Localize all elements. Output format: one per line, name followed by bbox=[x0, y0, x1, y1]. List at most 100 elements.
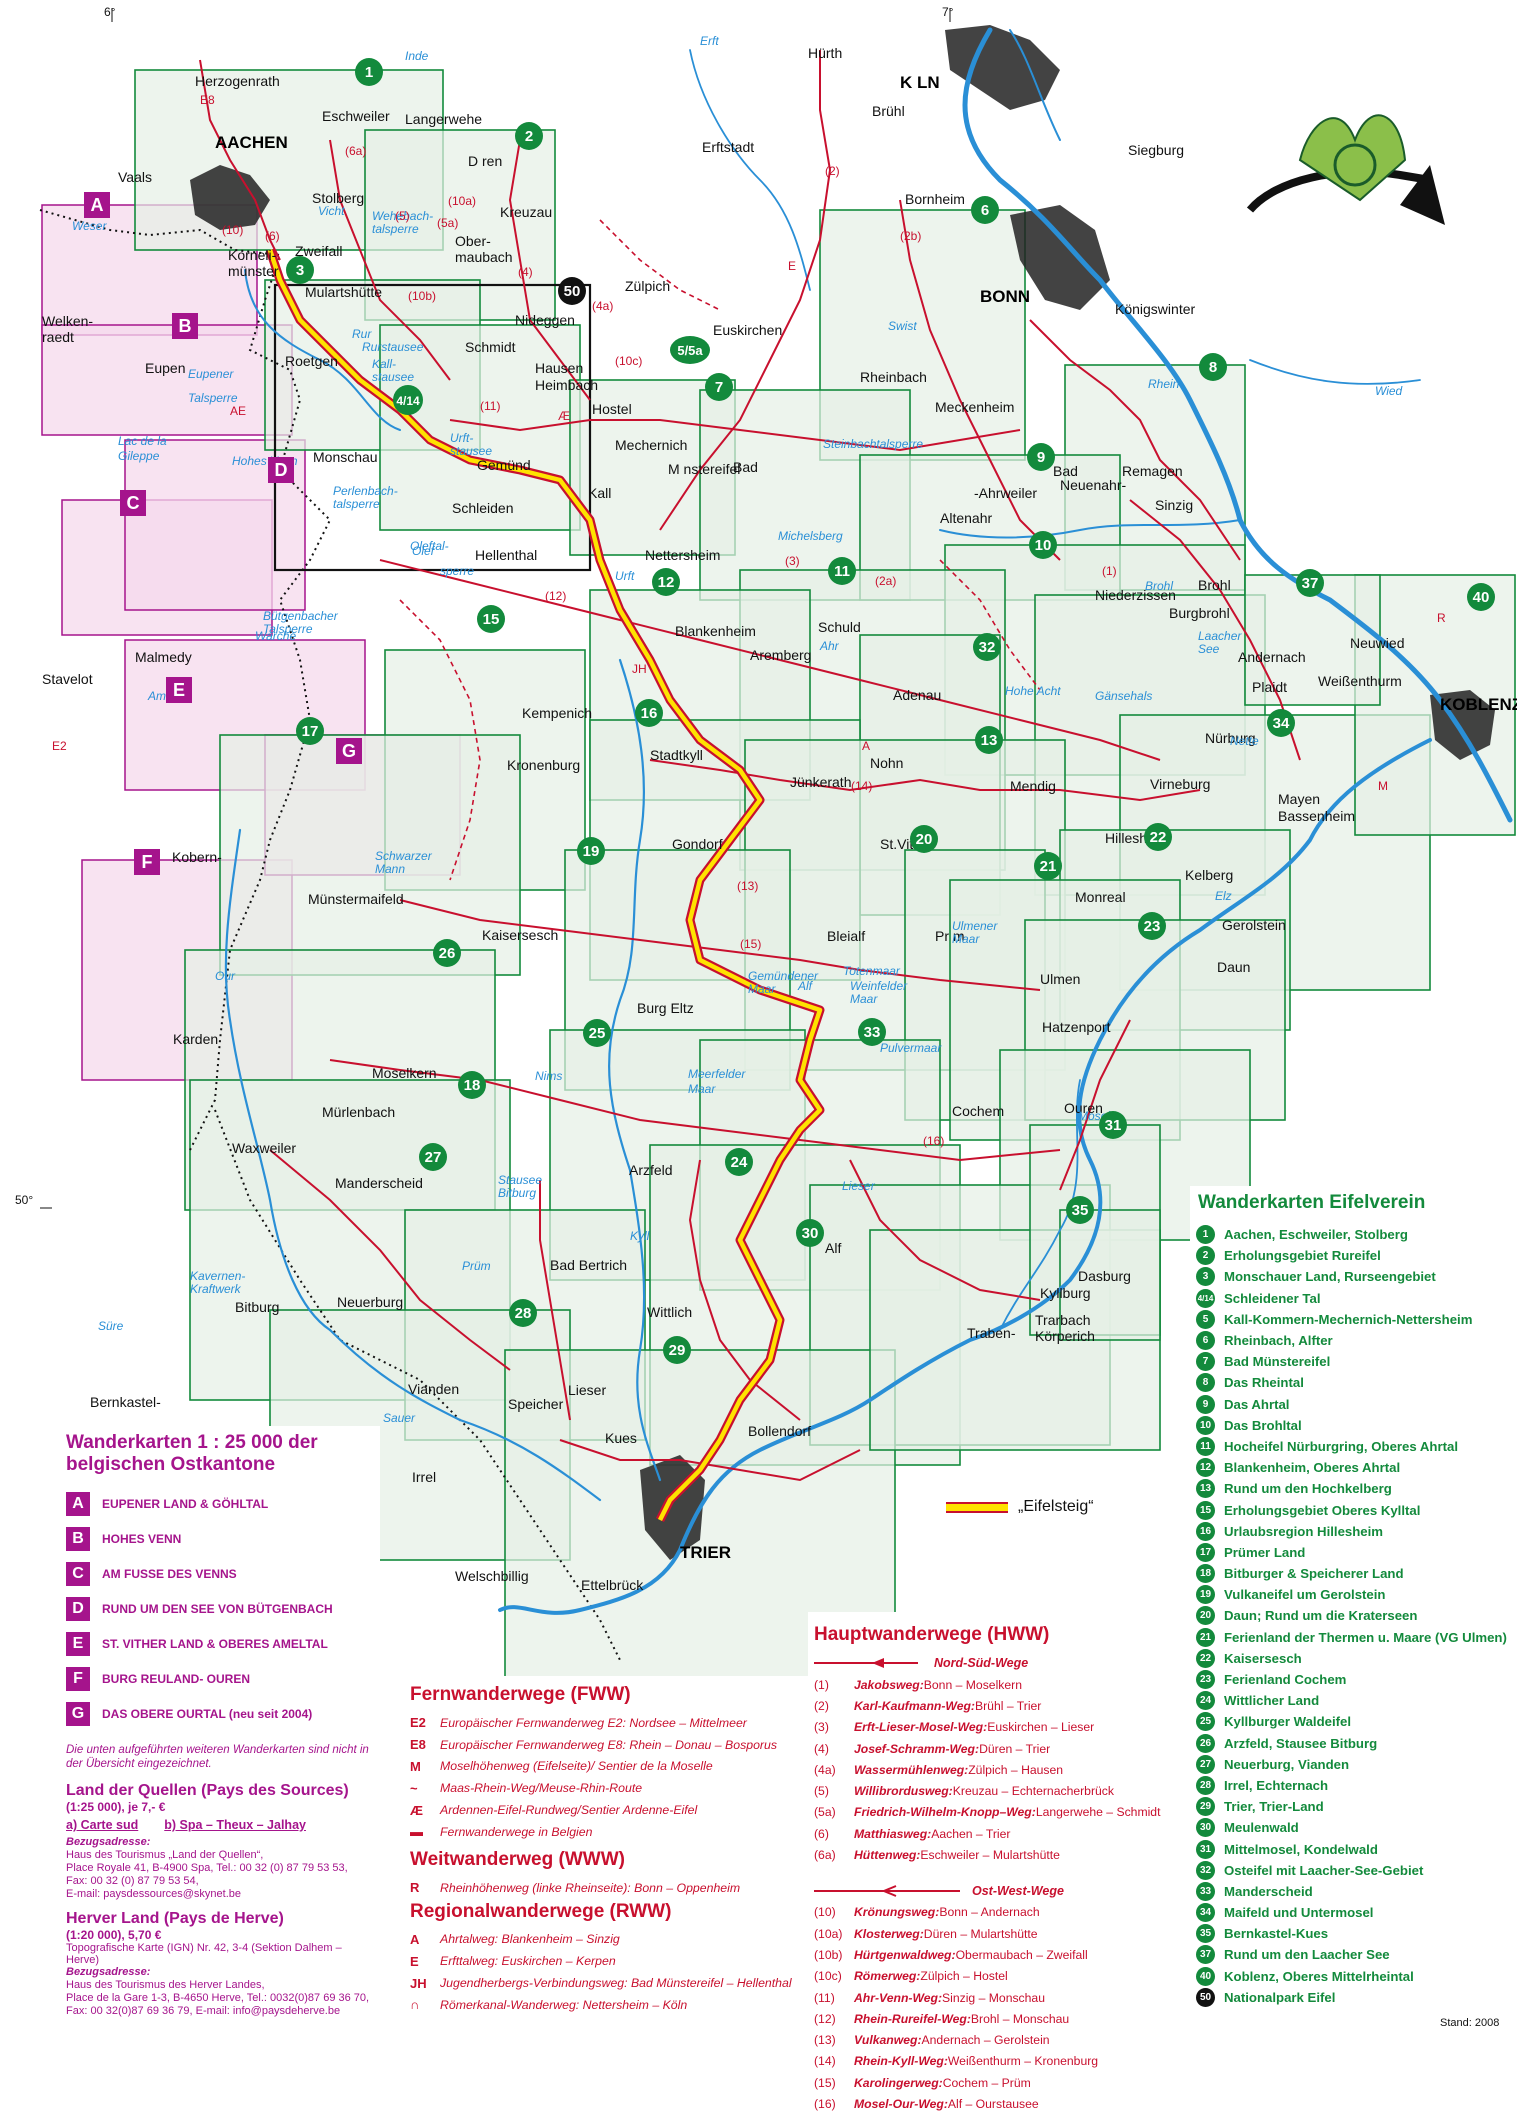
sheet-number-labels: 1 2 3 4/14 5/5a 6 7 8 9 10 11 12 13 15 1… bbox=[296, 64, 1490, 1359]
svg-text:Bitburg: Bitburg bbox=[235, 1299, 279, 1315]
fww-title: Fernwanderwege (FWW) bbox=[410, 1684, 631, 1705]
svg-text:Welken-: Welken- bbox=[42, 313, 93, 329]
belgian-sheet-badge: D bbox=[66, 1596, 90, 1621]
svg-text:Talsperre: Talsperre bbox=[263, 622, 313, 636]
legend-belgium-name: AM FUSSE DES VENNS bbox=[102, 1566, 237, 1581]
hww-route-name: Matthiasweg: bbox=[854, 1826, 932, 1841]
hww-route-name: Rhein-Rureifel-Weg: bbox=[854, 2011, 971, 2026]
svg-text:Æ: Æ bbox=[558, 409, 570, 423]
hww-route-name: Karl-Kaufmann-Weg: bbox=[854, 1698, 975, 1713]
hww-route-row: (15)Karolingerweg: Cochem – Prüm bbox=[814, 2072, 1184, 2093]
svg-text:Stadtkyll: Stadtkyll bbox=[650, 747, 703, 763]
svg-text:Hellenthal: Hellenthal bbox=[475, 547, 537, 563]
svg-text:Langerwehe: Langerwehe bbox=[405, 111, 482, 127]
legend-belgium-note: Die unten aufgeführten weiteren Wanderka… bbox=[66, 1744, 369, 1770]
hww-route-row: (13)Vulkanweg: Andernach – Gerolstein bbox=[814, 2029, 1184, 2050]
legend-fww-bg bbox=[404, 1676, 810, 2036]
belgian-sheet-labels: A B C D E F G bbox=[91, 195, 357, 872]
belgian-sheet-badge: F bbox=[66, 1666, 90, 1691]
svg-text:Prüm: Prüm bbox=[462, 1259, 491, 1273]
svg-text:Burg Eltz: Burg Eltz bbox=[637, 1000, 694, 1016]
sheet-number-badge: 23 bbox=[1196, 1670, 1215, 1690]
ow-arrow-icon bbox=[814, 1884, 960, 1897]
lq-edition-a: a) Carte sud bbox=[66, 1818, 139, 1832]
sheet-number-badge: 34 bbox=[1196, 1903, 1215, 1923]
svg-text:Bornheim: Bornheim bbox=[905, 191, 965, 207]
hww-route-name: Friedrich-Wilhelm-Knopp–Weg: bbox=[854, 1805, 1036, 1820]
ns-label: Nord-Süd-Wege bbox=[934, 1656, 1029, 1670]
svg-text:16: 16 bbox=[641, 705, 658, 722]
lq-address-line: Place Royale 41, B-4900 Spa, Tel.: 00 32… bbox=[66, 1862, 348, 1874]
svg-text:Mürlenbach: Mürlenbach bbox=[322, 1104, 395, 1120]
svg-text:10: 10 bbox=[1035, 537, 1052, 554]
svg-text:Kall: Kall bbox=[588, 485, 611, 501]
route-description: Erfttalweg: Euskirchen – Kerpen bbox=[440, 1954, 616, 1969]
svg-text:Maar: Maar bbox=[850, 992, 878, 1006]
svg-text:Bitburg: Bitburg bbox=[498, 1186, 536, 1200]
svg-text:(5): (5) bbox=[395, 209, 410, 223]
svg-text:(3): (3) bbox=[785, 554, 800, 568]
svg-text:(12): (12) bbox=[545, 589, 566, 603]
svg-text:C: C bbox=[127, 493, 140, 513]
svg-text:Wehebach-: Wehebach- bbox=[372, 209, 433, 223]
route-code: E2 bbox=[410, 1715, 426, 1731]
svg-text:Rhein: Rhein bbox=[1148, 377, 1180, 391]
svg-text:Perlenbach-: Perlenbach- bbox=[333, 484, 398, 498]
legend-wanderkarte-name: Rund um den Hochkelberg bbox=[1224, 1481, 1392, 1497]
hww-route-name: Hürtgenwaldweg: bbox=[854, 1947, 956, 1962]
svg-text:Ouren: Ouren bbox=[1064, 1100, 1103, 1116]
svg-text:Blankenheim: Blankenheim bbox=[675, 623, 756, 639]
hww-route-number: (16) bbox=[814, 2096, 836, 2111]
hww-route-number: (10) bbox=[814, 1905, 836, 1920]
svg-text:Steinbachtalsperre: Steinbachtalsperre bbox=[823, 437, 923, 451]
legend-wanderkarte-name: Bad Münstereifel bbox=[1224, 1354, 1331, 1370]
lq-title: Land der Quellen (Pays des Sources) bbox=[66, 1782, 349, 1799]
svg-text:Ulmen: Ulmen bbox=[1040, 971, 1080, 987]
svg-text:Trarbach: Trarbach bbox=[1035, 1312, 1091, 1328]
city-label: BONN bbox=[980, 287, 1030, 306]
svg-text:Aremberg: Aremberg bbox=[750, 647, 811, 663]
svg-text:M nstereifel: M nstereifel bbox=[668, 461, 740, 477]
svg-text:Königswinter: Königswinter bbox=[1115, 301, 1195, 317]
hww-route-name: Josef-Schramm-Weg: bbox=[854, 1741, 980, 1756]
svg-text:Pulvermaar: Pulvermaar bbox=[880, 1041, 942, 1055]
svg-text:15: 15 bbox=[483, 611, 500, 628]
hww-route-number: (10c) bbox=[814, 1969, 842, 1984]
hww-route-number: (10b) bbox=[814, 1947, 843, 1962]
hww-route-row: (5)Willibrordusweg: Kreuzau – Echternach… bbox=[814, 1780, 1184, 1801]
legend-wanderkarte-name: Vulkaneifel um Gerolstein bbox=[1224, 1587, 1386, 1603]
svg-text:Speicher: Speicher bbox=[508, 1396, 564, 1412]
sheet-number-badge: 25 bbox=[1196, 1712, 1215, 1732]
legend-hww-bg bbox=[808, 1612, 1190, 2036]
legend-wanderkarte-name: Erholungsgebiet Oberes Kylltal bbox=[1224, 1502, 1421, 1518]
sheet-number-badge: 30 bbox=[1196, 1818, 1215, 1838]
route-description: Fernwanderwege in Belgien bbox=[440, 1824, 593, 1839]
svg-text:32: 32 bbox=[979, 639, 996, 656]
svg-text:stausee: stausee bbox=[372, 370, 414, 384]
sheet-number-badges bbox=[286, 58, 1495, 1364]
sheet-number-badge: 2 bbox=[1196, 1246, 1215, 1266]
svg-text:Nims: Nims bbox=[535, 1069, 562, 1083]
hww-route-number: (5a) bbox=[814, 1805, 836, 1820]
svg-text:Burgbrohl: Burgbrohl bbox=[1169, 605, 1230, 621]
hww-route-row: (12)Rhein-Rureifel-Weg: Brohl – Monschau bbox=[814, 2008, 1184, 2029]
belgian-sheet-badge: C bbox=[66, 1561, 90, 1586]
svg-text:Karden: Karden bbox=[173, 1031, 218, 1047]
svg-text:Rur: Rur bbox=[352, 327, 372, 341]
legend-belgium-name: RUND UM DEN SEE VON BÜTGENBACH bbox=[102, 1601, 333, 1616]
svg-text:31: 31 bbox=[1105, 1117, 1122, 1134]
lq-address-line: E-mail: paysdessources@skynet.be bbox=[66, 1888, 242, 1900]
sheet-number-badge: 4/14 bbox=[1196, 1288, 1215, 1308]
sheet-number-badge: 9 bbox=[1196, 1394, 1215, 1414]
hww-route-name: Willibrordusweg: bbox=[854, 1784, 953, 1799]
svg-text:Kelberg: Kelberg bbox=[1185, 867, 1233, 883]
lq-address-label: Bezugsadresse: bbox=[66, 1836, 151, 1848]
